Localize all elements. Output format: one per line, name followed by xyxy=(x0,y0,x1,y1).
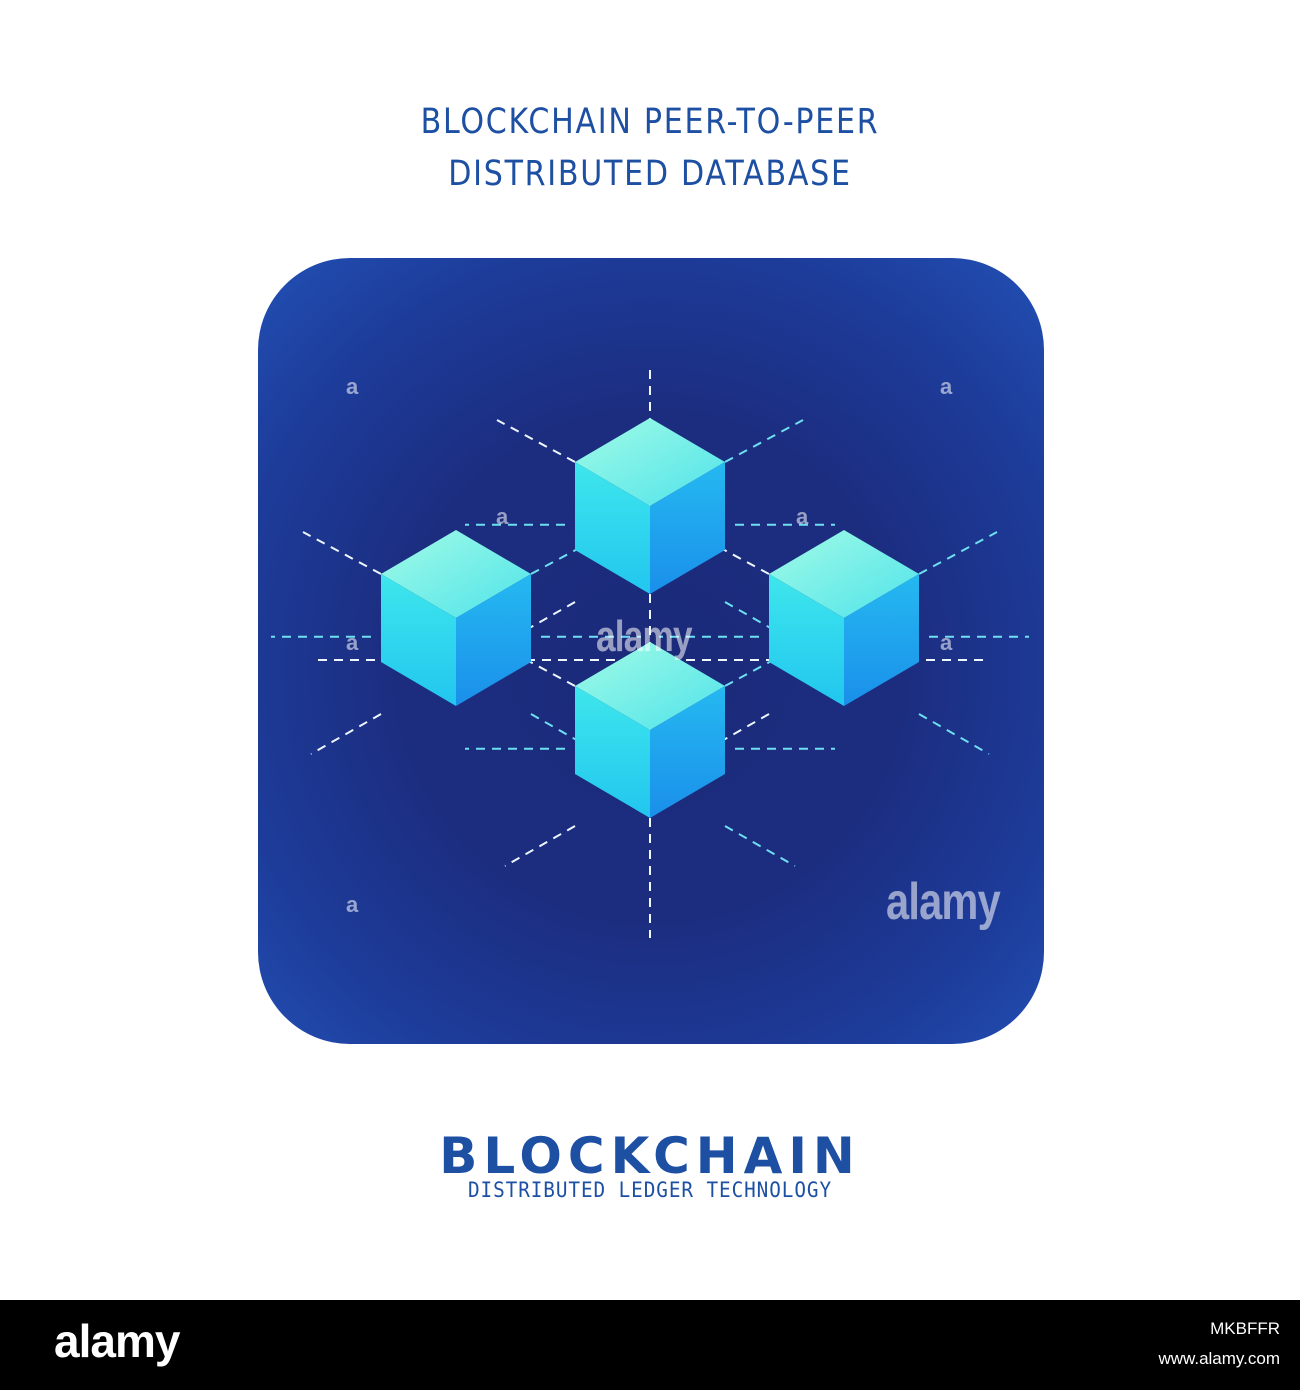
footer-meta: MKBFFR www.alamy.com xyxy=(1158,1314,1280,1374)
brand-tagline: DISTRIBUTED LEDGER TECHNOLOGY xyxy=(467,1178,833,1202)
cube-bottom-right-face xyxy=(650,686,725,818)
cube-bottom xyxy=(575,642,725,818)
watermark-mark: a xyxy=(940,630,953,655)
cube-left-left-face xyxy=(381,574,456,706)
cube-right-line-down-right xyxy=(918,713,990,755)
cube-top-right-face xyxy=(650,462,725,594)
dashed-connection-lines xyxy=(271,370,1029,938)
footer-logo: alamy xyxy=(54,1315,180,1367)
blockchain-network-icon-card: a a a a a a a alamy alamy xyxy=(258,258,1044,1044)
footer-bar: alamy MKBFFR www.alamy.com xyxy=(0,1300,1300,1390)
page-title: BLOCKCHAIN PEER-TO-PEER DISTRIBUTED DATA… xyxy=(91,96,1209,200)
title-line-1: BLOCKCHAIN PEER-TO-PEER xyxy=(420,102,880,142)
title-line-2: DISTRIBUTED DATABASE xyxy=(448,154,852,194)
cube-top-left-face xyxy=(575,462,650,594)
watermark-mark: a xyxy=(940,374,953,399)
cube-top-line-up-right xyxy=(724,419,804,463)
cube-right-line-up-right xyxy=(918,531,998,575)
cube-right-right-face xyxy=(844,574,919,706)
footer-image-id: MKBFFR xyxy=(1210,1319,1280,1338)
cube-left xyxy=(381,530,531,706)
cube-left-line-up-left xyxy=(302,531,382,575)
footer-url: www.alamy.com xyxy=(1158,1349,1280,1368)
watermark-mark: a xyxy=(346,630,359,655)
cube-bottom-line-down-left xyxy=(504,825,576,867)
cube-right-left-face xyxy=(769,574,844,706)
cube-network-icon: a a a a a a a xyxy=(271,370,1029,938)
watermark-center: alamy xyxy=(596,612,693,661)
cube-top-line-up-left xyxy=(496,419,576,463)
watermark-mark: a xyxy=(346,374,359,399)
watermark-dots: a a a a a a a xyxy=(346,374,953,917)
watermark-corner: alamy xyxy=(886,873,1001,931)
cube-top xyxy=(575,418,725,594)
cube-left-right-face xyxy=(456,574,531,706)
cube-bottom-line-down-right xyxy=(724,825,796,867)
cube-right xyxy=(769,530,919,706)
brand-name: BLOCKCHAIN xyxy=(439,1127,861,1185)
cube-left-line-down-left xyxy=(310,713,382,755)
cubes-group xyxy=(381,418,919,818)
cube-bottom-left-face xyxy=(575,686,650,818)
watermark-mark: a xyxy=(346,892,359,917)
watermark-mark: a xyxy=(796,504,809,529)
watermark-mark: a xyxy=(496,504,509,529)
